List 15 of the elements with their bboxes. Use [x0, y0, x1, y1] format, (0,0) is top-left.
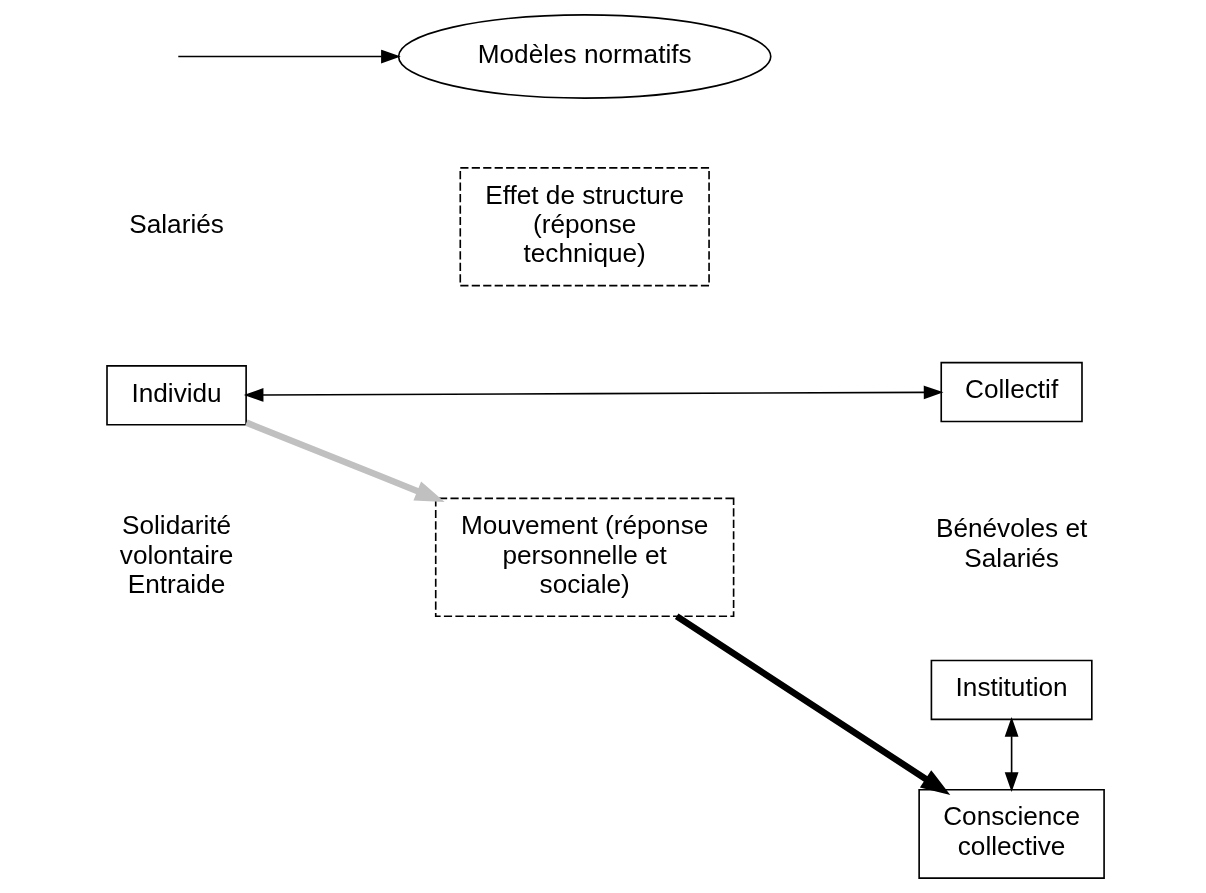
arrow [1004, 717, 1018, 792]
node-box: Institution [930, 659, 1093, 721]
label: Solidarité volontaire Entraide [119, 510, 233, 600]
node-ellipse: Modèles normatifs [397, 14, 772, 99]
arrow [176, 49, 401, 64]
node-box: Conscience collective [917, 788, 1105, 879]
arrow [243, 385, 943, 402]
node-box: Mouvement (réponse personnelle et sociale) [434, 497, 734, 618]
arrow [674, 613, 950, 795]
node-box: Effet de structure (réponse technique) [458, 167, 710, 287]
label: Salariés [128, 208, 224, 239]
label: Bénévoles et Salariés [935, 513, 1087, 573]
node-box: Collectif [939, 361, 1083, 423]
node-box: Individu [105, 365, 247, 426]
arrow [244, 419, 445, 502]
